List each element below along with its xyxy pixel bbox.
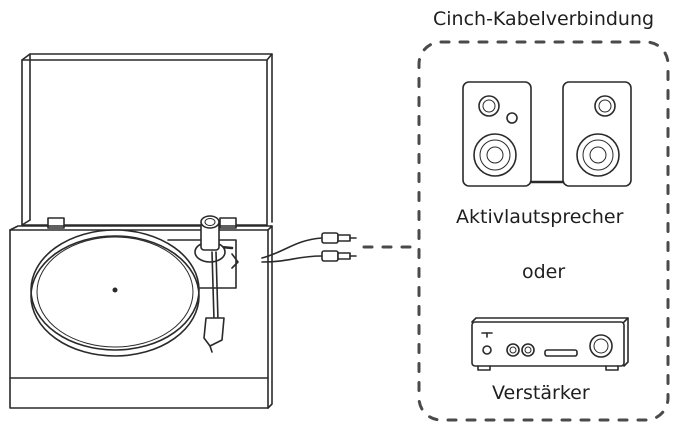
right-speaker <box>562 81 632 187</box>
active-speakers-illustration <box>462 81 632 187</box>
tonearm <box>167 215 239 353</box>
or-label: oder <box>522 261 566 283</box>
platter-spindle <box>112 287 118 293</box>
diagram-title: Cinch-Kabelverbindung <box>433 8 655 30</box>
turntable-lid <box>21 59 268 226</box>
speakers-label: Aktivlautsprecher <box>456 206 624 228</box>
left-speaker <box>462 81 532 187</box>
amplifier-label: Verstärker <box>492 382 590 404</box>
connection-options-box <box>417 40 670 422</box>
turntable-illustration <box>9 53 357 409</box>
rca-cable <box>261 232 357 263</box>
amplifier-illustration <box>471 317 629 371</box>
